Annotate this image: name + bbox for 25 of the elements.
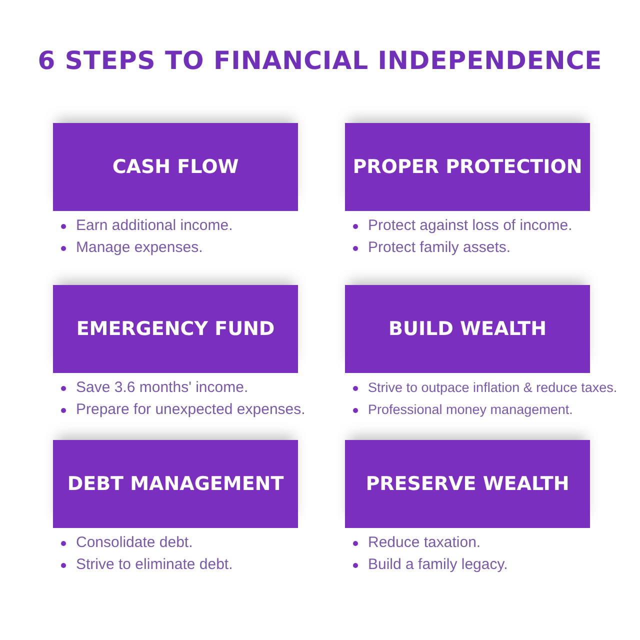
bullet-text: Prepare for unexpected expenses. xyxy=(76,400,306,420)
step-box xyxy=(345,123,590,211)
bullet-text: Build a family legacy. xyxy=(368,555,508,575)
bullet-text: Consolidate debt. xyxy=(76,533,193,553)
step-box xyxy=(345,440,590,528)
bullet-text: Protect family assets. xyxy=(368,238,511,258)
bullet-text: Earn additional income. xyxy=(76,216,233,236)
step-heading: CASH FLOW xyxy=(112,156,239,178)
step-box xyxy=(53,285,298,373)
step-heading: PRESERVE WEALTH xyxy=(366,473,570,495)
bullet-text: Strive to outpace inflation & reduce taxes. xyxy=(368,379,618,397)
bullet-text: Save 3.6 months' income. xyxy=(76,378,248,398)
step-heading: BUILD WEALTH xyxy=(388,318,546,340)
title: 6 STEPS TO FINANCIAL INDEPENDENCE xyxy=(36,46,604,75)
step-box xyxy=(53,440,298,528)
step-heading: EMERGENCY FUND xyxy=(76,318,275,340)
bullet-text: Strive to eliminate debt. xyxy=(76,555,233,575)
bullet-text: Reduce taxation. xyxy=(368,533,481,553)
step-heading: DEBT MANAGEMENT xyxy=(67,473,284,495)
step-heading: PROPER PROTECTION xyxy=(352,156,582,178)
bullet-text: Protect against loss of income. xyxy=(368,216,572,236)
step-box xyxy=(53,123,298,211)
bullet-text: Manage expenses. xyxy=(76,238,203,258)
step-box xyxy=(345,285,590,373)
bullet-text: Professional money management. xyxy=(368,401,573,419)
